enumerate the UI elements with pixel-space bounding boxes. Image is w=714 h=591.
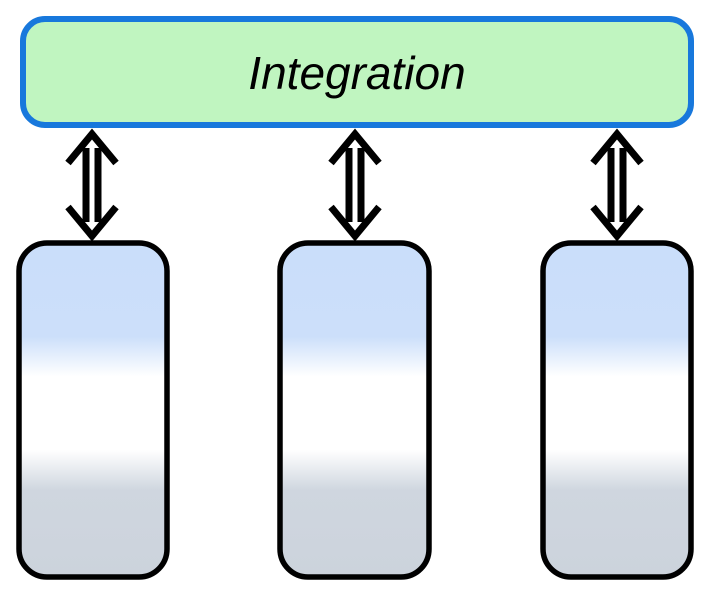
connector-left-arrow <box>65 128 119 242</box>
connector-center[interactable] <box>328 128 382 242</box>
component-node-2[interactable] <box>277 240 432 580</box>
component-node-1[interactable] <box>16 240 170 580</box>
connector-right[interactable] <box>590 128 644 242</box>
integration-node-label: Integration <box>248 47 465 99</box>
component-node-2-shape <box>277 240 432 580</box>
connector-left[interactable] <box>65 128 119 242</box>
connector-center-arrow <box>328 128 382 242</box>
integration-node[interactable]: Integration <box>20 16 694 128</box>
component-node-3[interactable] <box>540 240 694 580</box>
component-node-3-shape <box>540 240 694 580</box>
integration-node-shape <box>20 16 694 128</box>
connector-right-arrow <box>590 128 644 242</box>
component-node-1-shape <box>16 240 170 580</box>
